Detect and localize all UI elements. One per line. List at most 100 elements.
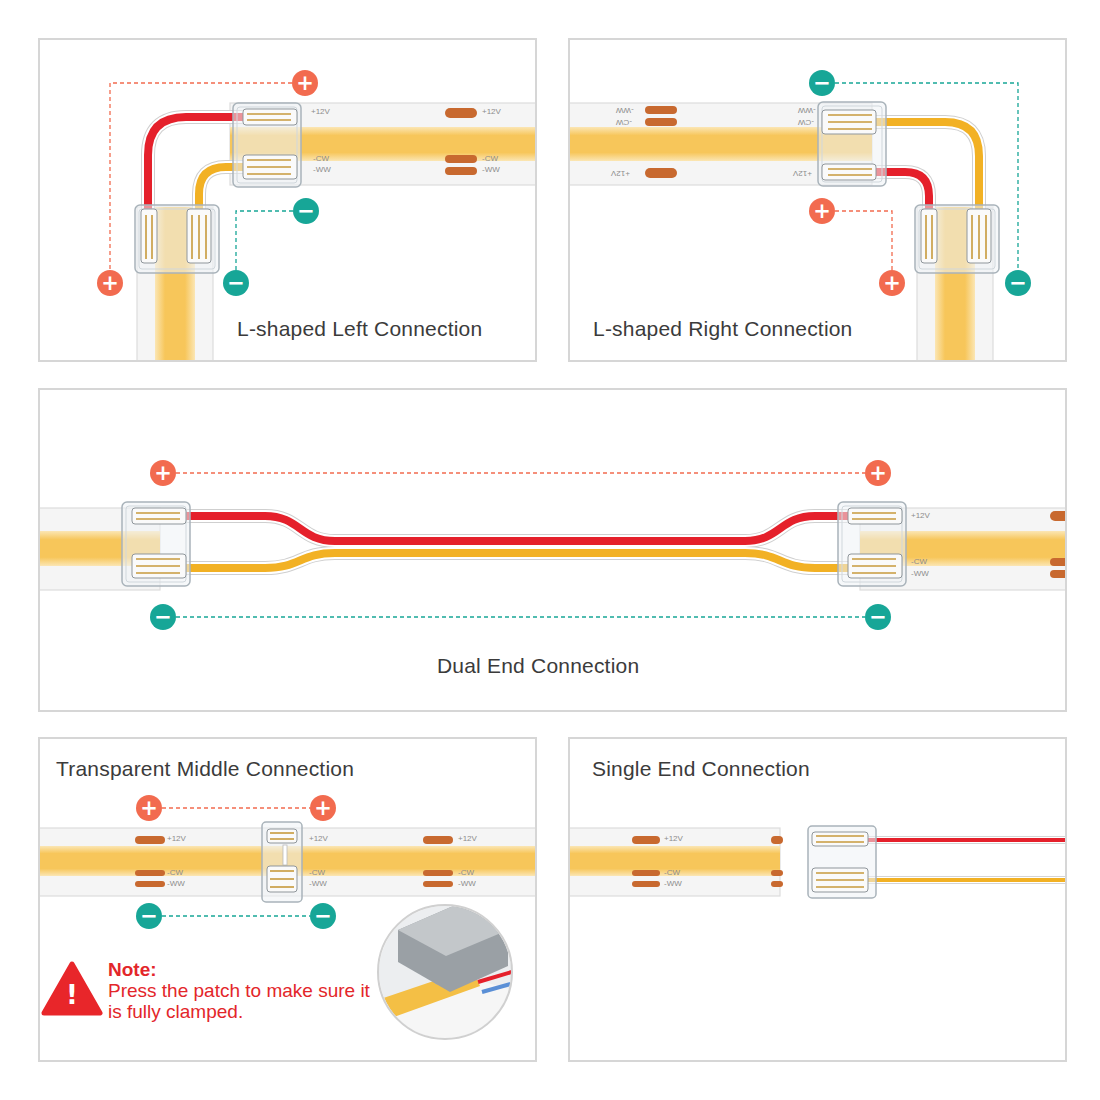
solder-pad bbox=[771, 870, 783, 876]
wire-pair bbox=[170, 553, 852, 568]
wire-pair bbox=[866, 877, 1065, 883]
pin-label: -WW bbox=[911, 570, 929, 578]
l-right-illustration bbox=[570, 102, 999, 360]
panel-title: L-shaped Left Connection bbox=[237, 317, 482, 341]
positive-marker: + bbox=[136, 795, 162, 821]
negative-marker: − bbox=[865, 604, 891, 630]
note-text: Press the patch to make sure it is fully… bbox=[108, 980, 370, 1022]
solder-pad bbox=[632, 870, 660, 876]
solder-pad bbox=[632, 836, 660, 844]
middle-connector bbox=[267, 866, 297, 892]
magnified-photo bbox=[370, 903, 525, 1045]
pin-label: -WW bbox=[616, 106, 634, 114]
single-end-illustration bbox=[570, 826, 1065, 898]
wire-pair bbox=[866, 840, 1065, 880]
middle-connector bbox=[270, 878, 294, 880]
middle-connector bbox=[270, 870, 294, 872]
polarity-leader bbox=[176, 616, 865, 617]
polarity-sign: − bbox=[136, 903, 162, 929]
wire-pair bbox=[874, 122, 979, 218]
connector-clip bbox=[122, 502, 190, 586]
magnifier-ring bbox=[378, 905, 512, 1039]
wire-pair bbox=[874, 122, 979, 218]
solder-pad bbox=[771, 836, 783, 844]
pin-label: -WW bbox=[167, 880, 185, 888]
polarity-leader bbox=[835, 83, 1018, 270]
negative-marker: − bbox=[136, 903, 162, 929]
dual-end-illustration bbox=[40, 502, 1065, 590]
polarity-sign: + bbox=[809, 198, 835, 224]
pin-label: -WW bbox=[458, 880, 476, 888]
pin-label: +12V bbox=[311, 108, 330, 116]
solder-pad bbox=[645, 106, 677, 114]
wire-pair bbox=[170, 516, 852, 541]
pin-label: -CW bbox=[482, 155, 498, 163]
positive-marker: + bbox=[809, 198, 835, 224]
polarity-sign: − bbox=[865, 604, 891, 630]
middle-connector bbox=[262, 822, 302, 902]
polarity-leader bbox=[176, 472, 865, 473]
panel-title: Single End Connection bbox=[592, 757, 810, 781]
solder-pad bbox=[423, 881, 453, 887]
polarity-sign: + bbox=[292, 70, 318, 96]
pin-label: -WW bbox=[798, 106, 816, 114]
wire-pair bbox=[170, 553, 852, 568]
middle-connector bbox=[270, 886, 294, 888]
pin-label: +12V bbox=[309, 835, 328, 843]
polarity-leader bbox=[162, 807, 310, 808]
polarity-sign: − bbox=[223, 270, 249, 296]
pin-label: +12V bbox=[458, 835, 477, 843]
solder-pad bbox=[445, 108, 477, 118]
negative-marker: − bbox=[293, 198, 319, 224]
solder-pad bbox=[632, 881, 660, 887]
wire-pair bbox=[170, 553, 852, 568]
wire-pair bbox=[874, 122, 979, 218]
pin-label: -WW bbox=[482, 166, 500, 174]
warning-triangle bbox=[44, 964, 100, 1013]
wire-pair bbox=[170, 516, 852, 541]
middle-connector bbox=[270, 832, 294, 834]
polarity-sign: + bbox=[150, 460, 176, 486]
pin-label: +12V bbox=[793, 169, 812, 177]
solder-pad bbox=[445, 155, 477, 163]
negative-marker: − bbox=[223, 270, 249, 296]
solder-pad bbox=[423, 870, 453, 876]
pin-label: +12V bbox=[482, 108, 501, 116]
wire-pair bbox=[866, 876, 1065, 884]
polarity-sign: − bbox=[293, 198, 319, 224]
polarity-sign: + bbox=[879, 270, 905, 296]
polarity-sign: − bbox=[310, 903, 336, 929]
positive-marker: + bbox=[292, 70, 318, 96]
middle-connector bbox=[270, 838, 294, 840]
solder-pad bbox=[645, 168, 677, 178]
solder-pad bbox=[771, 881, 783, 887]
connector-clip bbox=[915, 205, 999, 273]
pin-label: -CW bbox=[798, 118, 814, 126]
pin-label: +12V bbox=[664, 835, 683, 843]
led-glow bbox=[570, 846, 780, 876]
wire-pair bbox=[170, 516, 852, 541]
connection-panel: L-shaped Right Connection − + + − bbox=[568, 38, 1067, 362]
panel-title: L-shaped Right Connection bbox=[593, 317, 853, 341]
negative-marker: − bbox=[1005, 270, 1031, 296]
solder-pad bbox=[1050, 558, 1065, 566]
end-connector bbox=[816, 835, 864, 837]
polarity-sign: − bbox=[1005, 270, 1031, 296]
wire-pair bbox=[866, 836, 1065, 844]
pin-label: -CW bbox=[616, 118, 632, 126]
solder-pad bbox=[135, 836, 165, 844]
wire-pair bbox=[874, 122, 979, 218]
pin-label: +12V bbox=[167, 835, 186, 843]
end-connector bbox=[816, 872, 864, 874]
pin-label: -WW bbox=[309, 880, 327, 888]
negative-marker: − bbox=[310, 903, 336, 929]
pin-label: -CW bbox=[458, 869, 474, 877]
negative-marker: − bbox=[809, 70, 835, 96]
polarity-leader bbox=[162, 915, 310, 916]
polarity-sign: + bbox=[97, 270, 123, 296]
connection-panel: L-shaped Left Connection + − + − bbox=[38, 38, 537, 362]
pin-label: -CW bbox=[911, 558, 927, 566]
pin-label: -CW bbox=[313, 155, 329, 163]
